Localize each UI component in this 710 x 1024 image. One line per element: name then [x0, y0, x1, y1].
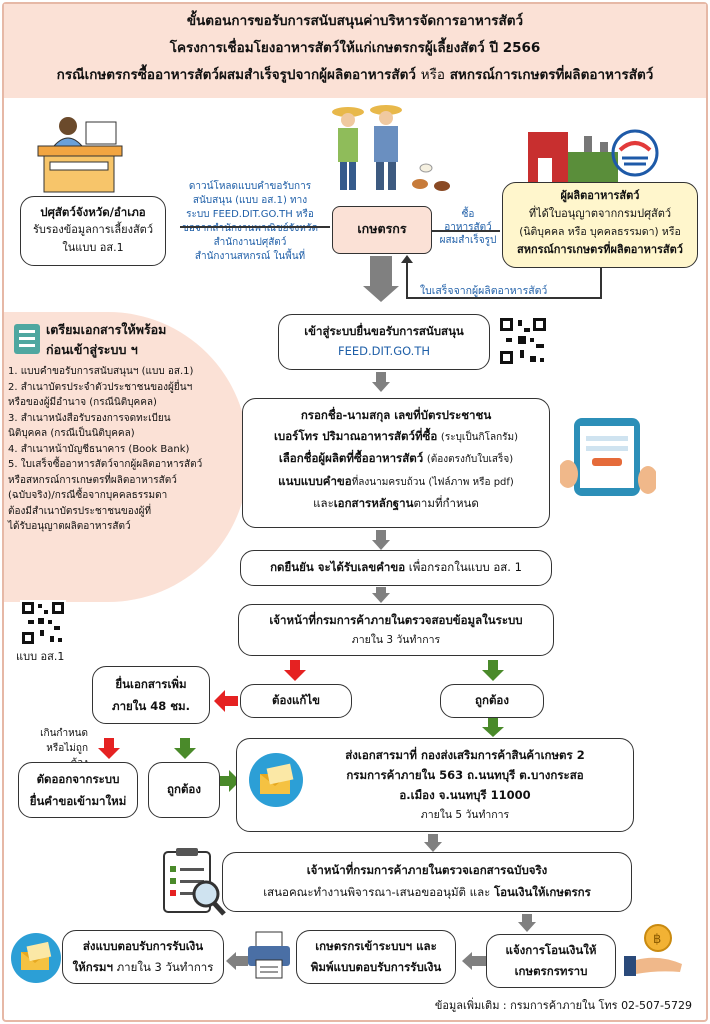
main-arrowhead: [363, 286, 399, 302]
correct-box-2: ถูกต้อง: [148, 762, 220, 818]
green-arrow-correct-2: [174, 738, 196, 759]
green-arrow-correct-3: [482, 718, 504, 737]
arrow-2-shaft: [376, 530, 386, 540]
arrow-7-shaft: [236, 956, 248, 966]
main-arrow-shaft: [370, 256, 392, 286]
prep-item: 5. ใบเสร็จซื้ออาหารสัตว์จากผู้ผลิตอาหารส…: [8, 459, 203, 470]
arrow-3-head: [372, 593, 390, 603]
arrow-5-shaft: [522, 914, 532, 922]
receipt-note: ใบเสร็จจากผู้ผลิตอาหารสัตว์: [420, 285, 548, 297]
fix-box: ต้องแก้ไข: [240, 684, 352, 718]
dld-logo-icon: [611, 129, 659, 177]
clipboard-magnifier-icon: [163, 848, 226, 916]
download-note: ดาวน์โหลดแบบคำขอรับการ สนับสนุน (แบบ อส.…: [182, 181, 318, 262]
farmer-box: เกษตรกร: [332, 206, 432, 254]
envelope-icon-2: [11, 933, 61, 983]
title-line-3: กรณีเกษตรกรซื้ออาหารสัตว์ผสมสำเร็จรูปจาก…: [56, 67, 654, 83]
title-line-1: ขั้นตอนการขอรับการสนับสนุนค่าบริหารจัดกา…: [186, 13, 524, 29]
send-back-box: ส่งแบบตอบรับการรับเงิน ให้กรมฯ ภายใน 3 ว…: [62, 930, 224, 984]
original-check-box: เจ้าหน้าที่กรมการค้าภายในตรวจเอกสารฉบับจ…: [222, 852, 632, 912]
arrow-4-head: [424, 842, 442, 852]
receipt-line-h: [406, 297, 602, 299]
prep-item: นิติบุคคล (กรณีเป็นนิติบุคคล): [8, 428, 135, 439]
arrow-2-head: [372, 540, 390, 550]
printer-icon: [248, 931, 290, 979]
prep-list: 1. แบบคำขอรับการสนับสนุนฯ (แบบ อส.1) 2. …: [8, 364, 236, 535]
prep-panel: [4, 312, 248, 602]
prep-item: หรือของผู้มีอำนาจ (กรณีนิติบุคคล): [8, 397, 157, 408]
hand-coin-icon: ฿: [624, 924, 682, 976]
envelope-icon: [249, 753, 303, 807]
prep-item: 3. สำเนาหนังสือรับรองการจดทะเบียน: [8, 412, 171, 424]
prep-item: ได้รับอนุญาตผลิตอาหารสัตว์: [8, 521, 131, 532]
farmers-icon: [332, 105, 450, 191]
producer-box: ผู้ผลิตอาหารสัตว์ ที่ได้ใบอนุญาตจากกรมปศ…: [502, 182, 698, 268]
checklist-icon: [14, 324, 40, 354]
red-arrow-submit: [214, 690, 238, 712]
livestock-office-box: ปศุสัตว์จังหวัด/อำเภอ รับรองข้อมูลการเลี…: [20, 196, 166, 266]
red-arrow-fix: [284, 660, 306, 681]
arrow-3-shaft: [376, 587, 386, 593]
factory-icon: [528, 132, 618, 182]
system-entry-box: เข้าสู่ระบบยื่นขอรับการสนับสนุน FEED.DIT…: [278, 314, 490, 370]
prep-item: (ฉบับจริง)/กรณีซื้อจากบุคคลธรรมดา: [8, 490, 168, 501]
arrow-1-shaft: [376, 372, 386, 382]
prep-item: หรือสหกรณ์การเกษตรที่ผลิตอาหารสัตว์: [8, 474, 177, 486]
page-header: ขั้นตอนการขอรับการสนับสนุนค่าบริหารจัดกา…: [4, 4, 706, 98]
print-box: เกษตรกรเข้าระบบฯ และ พิมพ์แบบตอบรับการรั…: [296, 930, 456, 984]
prep-title: เตรียมเอกสารให้พร้อม ก่อนเข้าสู่ระบบ ฯ: [46, 322, 167, 357]
buy-note: ซื้อ อาหารสัตว์ ผสมสำเร็จรูป: [439, 209, 497, 246]
receipt-arrowhead: [401, 255, 413, 263]
arrow-6-shaft: [472, 956, 486, 966]
green-arrow-correct-1: [482, 660, 504, 681]
arrow-to-producer: [432, 230, 500, 232]
arrow-5-head: [518, 922, 536, 932]
qr-code-website[interactable]: [498, 316, 548, 366]
correct-box-1: ถูกต้อง: [440, 684, 544, 718]
receipt-line-v1: [600, 268, 602, 298]
qr-code-form[interactable]: [20, 600, 66, 646]
arrow-6-head: [462, 952, 472, 970]
green-arrow-send: [220, 770, 240, 792]
prep-item: 1. แบบคำขอรับการสนับสนุนฯ (แบบ อส.1): [8, 366, 194, 377]
prep-item: 4. สำเนาหน้าบัญชีธนาคาร (Book Bank): [8, 443, 190, 455]
prep-item: 2. สำเนาบัตรประจำตัวประชาชนของผู้ยื่นฯ: [8, 381, 193, 393]
footer-contact: ข้อมูลเพิ่มเติม : กรมการค้าภายใน โทร 02-…: [434, 999, 692, 1012]
qr-label: แบบ อส.1: [16, 650, 65, 663]
notify-box: แจ้งการโอนเงินให้ เกษตรกรทราบ: [486, 934, 616, 988]
cutoff-box: ตัดออกจากระบบ ยื่นคำขอเข้ามาใหม่: [18, 762, 138, 818]
tablet-register-icon: [560, 418, 656, 496]
feed-website-link[interactable]: FEED.DIT.GO.TH: [337, 344, 431, 358]
arrow-7-head: [226, 952, 236, 970]
officer-desk-icon: [37, 117, 123, 193]
form-fill-box: กรอกชื่อ-นามสกุล เลขที่บัตรประชาชน เบอร์…: [242, 398, 550, 528]
submit-more-box: ยื่นเอกสารเพิ่ม ภายใน 48 ชม.: [92, 666, 210, 724]
receipt-line-v2: [406, 262, 408, 298]
arrow-1-head: [372, 382, 390, 392]
svg-text:฿: ฿: [653, 932, 661, 947]
confirm-box: กดยืนยัน จะได้รับเลขคำขอ เพื่อกรอกในแบบ …: [240, 550, 552, 586]
arrow-4-shaft: [428, 834, 438, 842]
verify-box: เจ้าหน้าที่กรมการค้าภายในตรวจสอบข้อมูลใน…: [238, 604, 554, 656]
title-line-2: โครงการเชื่อมโยงอาหารสัตว์ให้แก่เกษตรกรผ…: [169, 40, 541, 56]
red-arrow-cutoff: [98, 738, 120, 759]
prep-item: ต้องมีสำเนาบัตรประชาชนของผู้ที่: [8, 505, 152, 517]
arrow-to-office: [180, 226, 330, 228]
